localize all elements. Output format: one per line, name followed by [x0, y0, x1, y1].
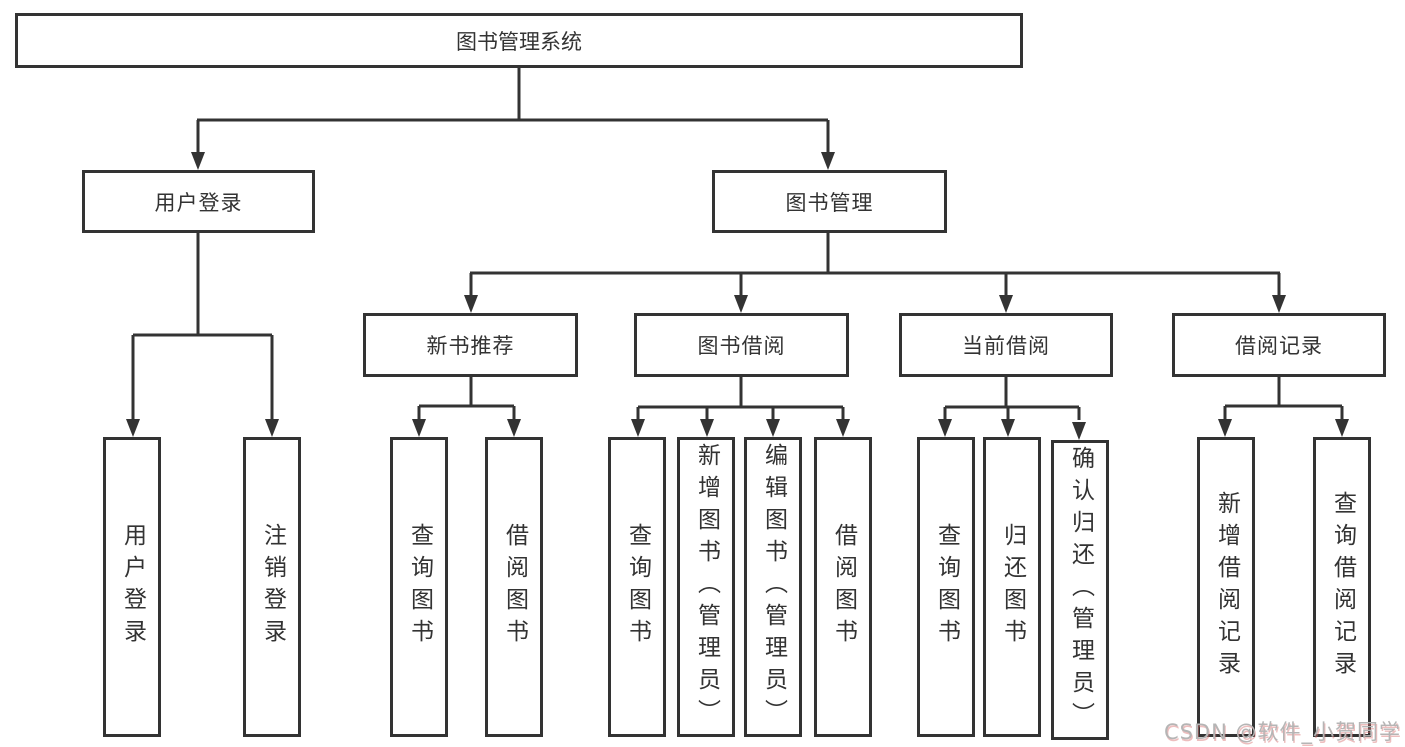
node-book-borrow: 图书借阅: [634, 313, 849, 377]
leaf-label: 确认归还（管理员）: [1067, 446, 1094, 734]
leaf-node-confirm-return-admin: 确认归还（管理员）: [1051, 440, 1109, 740]
leaf-label: 注销登录: [259, 523, 286, 651]
leaf-node-query-book-3: 查询图书: [917, 437, 975, 737]
leaf-node-edit-book-admin: 编辑图书（管理员）: [744, 437, 802, 737]
leaf-label: 归还图书: [999, 523, 1026, 651]
leaf-label: 新增借阅记录: [1213, 491, 1240, 683]
arrowheads: [126, 152, 1349, 440]
node-label: 图书管理: [785, 190, 874, 215]
leaf-label: 查询借阅记录: [1329, 491, 1356, 683]
leaf-node-borrow-book-1: 借阅图书: [485, 437, 543, 737]
leaf-node-query-book-2: 查询图书: [608, 437, 666, 737]
leaf-label: 查询图书: [933, 523, 960, 651]
node-book-management: 图书管理: [712, 170, 947, 233]
node-borrow-record: 借阅记录: [1172, 313, 1386, 377]
leaf-node-borrow-book-2: 借阅图书: [814, 437, 872, 737]
leaf-node-query-book-1: 查询图书: [390, 437, 448, 737]
leaf-label: 查询图书: [406, 523, 433, 651]
leaf-node-user-login: 用户登录: [103, 437, 161, 737]
node-user-login: 用户登录: [82, 170, 315, 233]
node-label: 图书借阅: [697, 334, 786, 358]
node-label: 借阅记录: [1235, 334, 1323, 358]
node-label: 当前借阅: [962, 334, 1050, 358]
leaf-node-query-borrow-record: 查询借阅记录: [1313, 437, 1371, 737]
node-label: 新书推荐: [426, 334, 515, 358]
leaf-label: 查询图书: [624, 523, 651, 651]
leaf-label: 借阅图书: [501, 523, 528, 651]
leaf-label: 用户登录: [119, 523, 146, 651]
leaf-label: 借阅图书: [830, 523, 857, 651]
node-new-book-recommend: 新书推荐: [363, 313, 578, 377]
root-node-system: 图书管理系统: [15, 13, 1023, 68]
node-current-borrow: 当前借阅: [899, 313, 1113, 377]
leaf-node-add-book-admin: 新增图书（管理员）: [677, 437, 735, 737]
leaf-node-add-borrow-record: 新增借阅记录: [1197, 437, 1255, 737]
node-label: 用户登录: [154, 190, 243, 215]
leaf-node-return-book: 归还图书: [983, 437, 1041, 737]
csdn-watermark: CSDN @软件_小贺同学: [1163, 720, 1401, 744]
leaf-label: 新增图书（管理员）: [693, 443, 720, 731]
leaf-node-logout: 注销登录: [243, 437, 301, 737]
root-node-label: 图书管理系统: [456, 29, 582, 54]
leaf-label: 编辑图书（管理员）: [760, 443, 787, 731]
